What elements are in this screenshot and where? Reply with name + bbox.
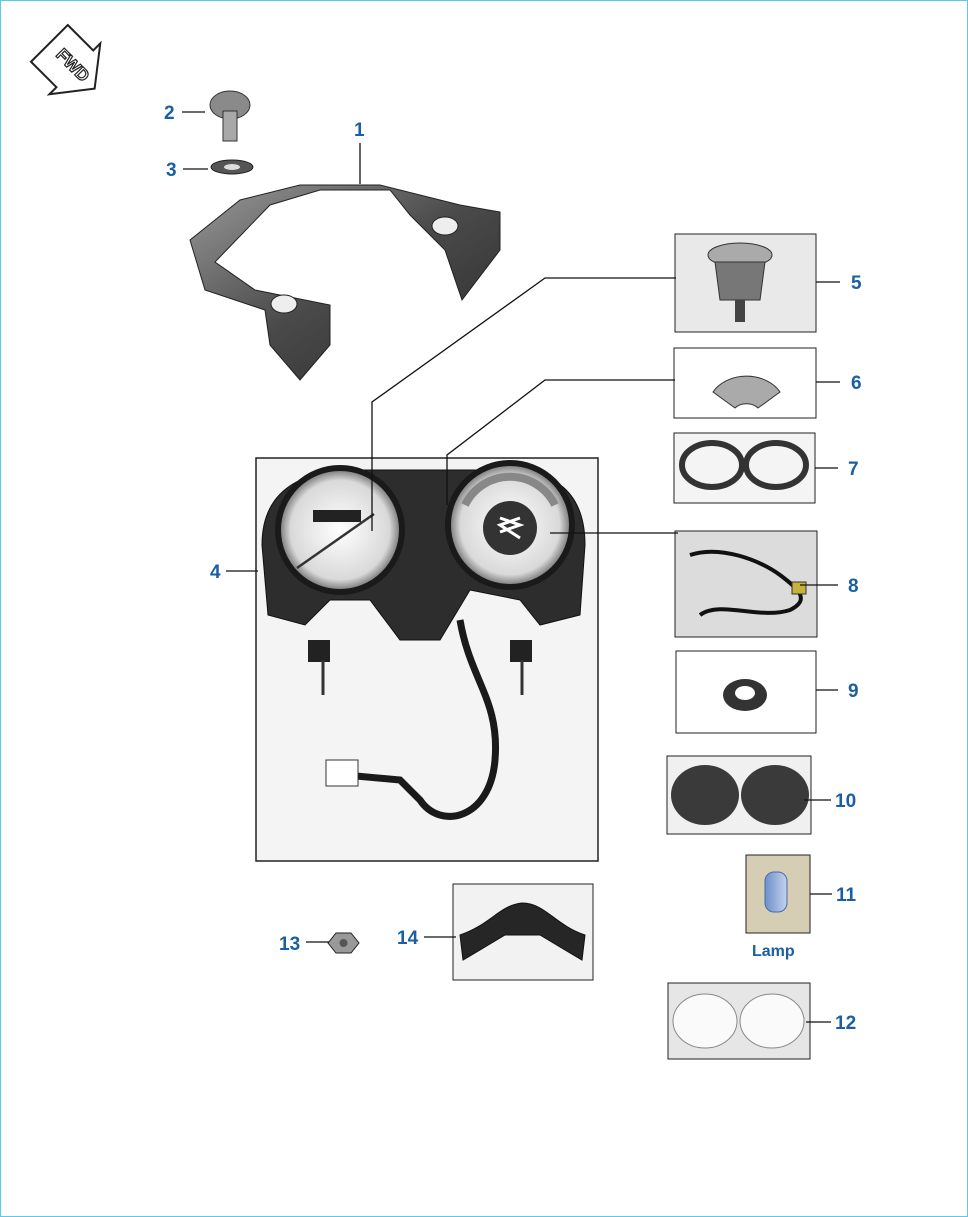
- callout-9: 9: [848, 681, 859, 702]
- callout-14: 14: [397, 928, 419, 949]
- fwd-arrow-icon: FWD: [24, 18, 120, 114]
- callout-12: 12: [835, 1013, 856, 1034]
- part-2-bolt: [210, 91, 250, 141]
- part-13-nut: [328, 933, 359, 953]
- callout-8: 8: [848, 576, 859, 597]
- callout-5: 5: [851, 273, 862, 294]
- part-6-dial-plate: [674, 348, 816, 418]
- part-14-bracket: [453, 884, 593, 980]
- part-4-meter-assembly: [256, 458, 598, 861]
- callout-7: 7: [848, 459, 859, 480]
- part-5-sensor: [675, 234, 816, 332]
- part-3-washer: [211, 160, 253, 174]
- callout-3: 3: [166, 160, 177, 181]
- part-8-wiring: [675, 531, 817, 637]
- callout-2: 2: [164, 103, 175, 124]
- part-12-case: [668, 983, 810, 1059]
- part-9-grommet: [676, 651, 816, 733]
- callout-10: 10: [835, 791, 856, 812]
- callout-4: 4: [210, 562, 221, 583]
- callout-1: 1: [354, 120, 365, 141]
- callout-6: 6: [851, 373, 862, 394]
- callout-13: 13: [279, 934, 300, 955]
- part-7-bezel: [674, 433, 815, 503]
- part-1-bracket: [190, 185, 500, 380]
- lamp-label: Lamp: [752, 943, 795, 960]
- callout-11: 11: [836, 885, 857, 906]
- part-11-lamp: [746, 855, 810, 933]
- part-10-cover: [667, 756, 811, 834]
